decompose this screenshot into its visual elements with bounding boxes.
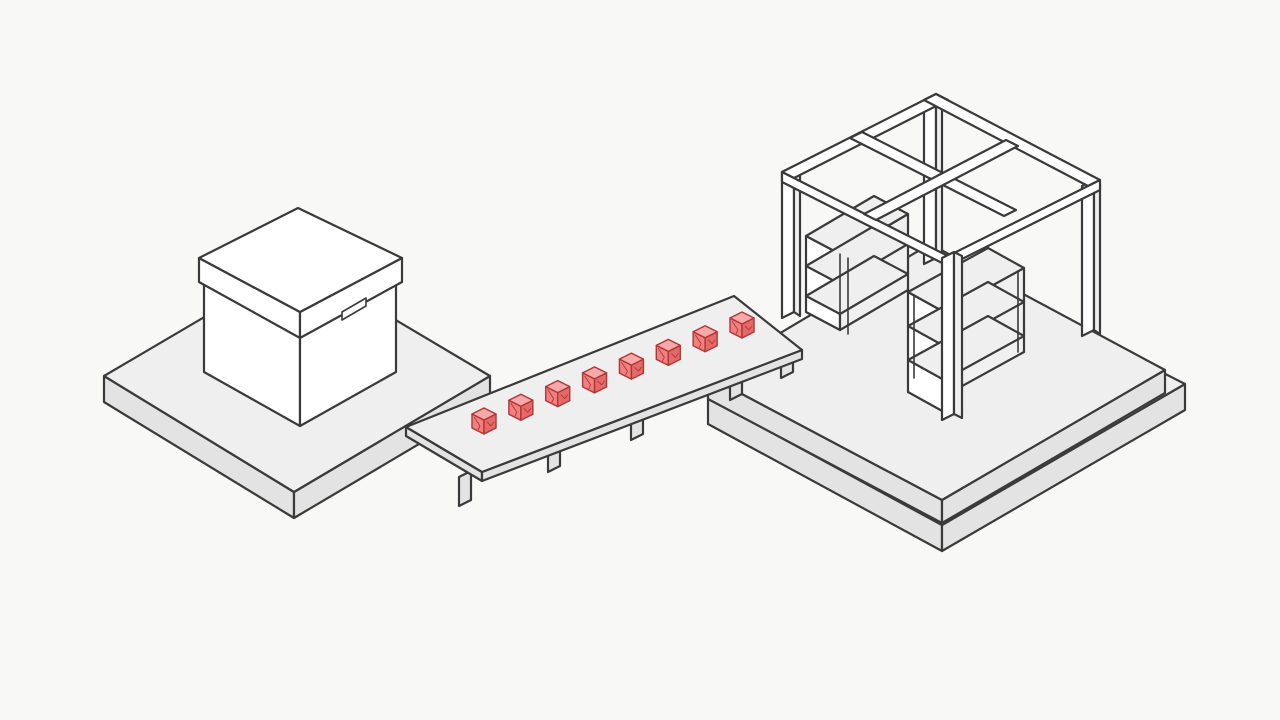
storage-box-lid-top bbox=[197, 206, 404, 314]
frame-post-right bbox=[1080, 178, 1102, 338]
conveyor-item-cube bbox=[508, 393, 534, 421]
storage-box-handle bbox=[341, 297, 367, 321]
frame-top-beams bbox=[780, 92, 1102, 268]
storage-box bbox=[197, 206, 404, 428]
conveyor-items bbox=[471, 311, 755, 435]
conveyor-item-cube bbox=[655, 338, 681, 367]
conveyor-item-cube bbox=[545, 379, 571, 408]
conveyor-item-cube bbox=[471, 407, 497, 435]
conveyor-item-cube bbox=[729, 311, 755, 339]
conveyor-item-cube bbox=[692, 325, 718, 353]
frame-post-front bbox=[940, 250, 964, 422]
shelf-unit-front bbox=[906, 246, 1026, 414]
frame-structure bbox=[780, 92, 1102, 422]
conveyor-item-cube bbox=[618, 352, 645, 380]
conveyor-item-cube bbox=[581, 366, 608, 394]
shelf-unit-left bbox=[804, 194, 910, 335]
